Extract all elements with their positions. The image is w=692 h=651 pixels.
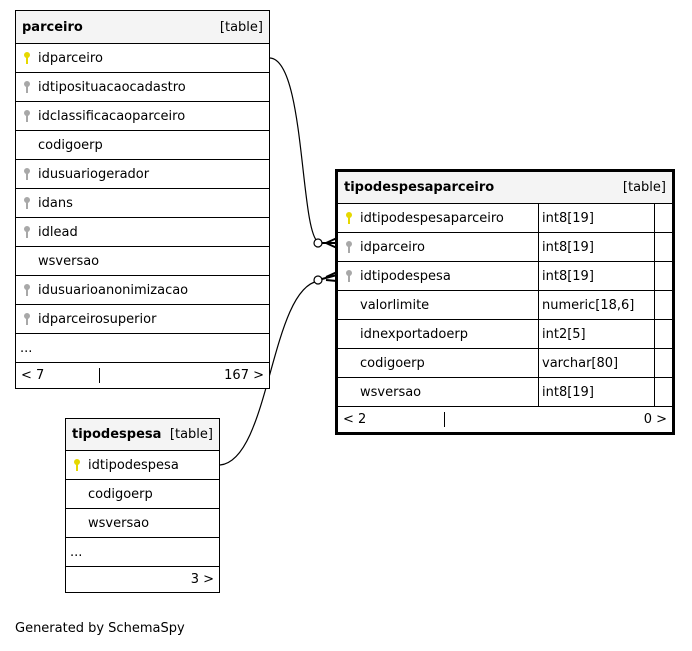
- foreign-key-icon: [338, 240, 360, 254]
- foreign-key-icon: [16, 109, 38, 123]
- table-parceiro[interactable]: parceiro [table] idparceiro idtipositua​c…: [15, 10, 270, 389]
- column-row[interactable]: idans: [16, 189, 269, 218]
- column-name: wsversao: [88, 515, 150, 531]
- foreign-key-icon: [16, 167, 38, 181]
- footer-children-cell[interactable]: 167 >: [224, 368, 264, 383]
- more-columns-indicator: ...: [16, 334, 269, 363]
- table-footer: < 2 0 >: [338, 407, 672, 432]
- footer-parents-cell[interactable]: < 7: [16, 368, 100, 383]
- column-name: idparceirosuperior: [38, 311, 157, 327]
- table-tipodespesaparceiro[interactable]: tipodespesaparceiro [table] idtipodespes…: [335, 169, 675, 435]
- table-tipodespesa[interactable]: tipodespesa [table] idtipodespesa codigoe…: [65, 418, 220, 593]
- column-name: idclassificacaoparceiro: [38, 108, 186, 124]
- column-type: numeric[18,6]: [538, 291, 654, 319]
- primary-key-icon: [66, 458, 88, 472]
- column-name: idtipodespesaparceiro: [360, 210, 504, 226]
- table-name: parceiro: [22, 19, 83, 35]
- column-row[interactable]: codigoerp: [16, 131, 269, 160]
- column-type: int8[19]: [538, 233, 654, 261]
- column-type: int2[5]: [538, 320, 654, 348]
- column-name: idtipodespesa: [360, 268, 451, 284]
- footer-parents-cell[interactable]: < 2: [338, 412, 446, 427]
- column-type: int8[19]: [538, 378, 654, 406]
- column-row[interactable]: idnexportadoerp int2[5]: [338, 320, 672, 349]
- foreign-key-icon: [16, 312, 38, 326]
- link-tipodespesa-circle: [313, 275, 323, 285]
- column-name: codigoerp: [38, 137, 103, 153]
- table-name: tipodespesaparceiro: [344, 180, 495, 195]
- foreign-key-icon: [16, 196, 38, 210]
- column-row[interactable]: idtipositua​caocadastro: [16, 73, 269, 102]
- column-row[interactable]: valorlimite numeric[18,6]: [338, 291, 672, 320]
- table-footer: 3 >: [66, 567, 219, 592]
- column-row[interactable]: idparceiro: [16, 44, 269, 73]
- table-footer: < 7 167 >: [16, 363, 269, 388]
- column-name: idtipodespesa: [88, 457, 179, 473]
- column-name: idparceiro: [360, 239, 425, 255]
- more-columns-indicator: ...: [66, 538, 219, 567]
- column-type: int8[19]: [538, 204, 654, 232]
- column-gutter: [654, 262, 672, 290]
- column-name: valorlimite: [360, 297, 430, 313]
- column-row[interactable]: wsversao int8[19]: [338, 378, 672, 407]
- column-gutter: [654, 291, 672, 319]
- column-row[interactable]: idtipodespesa int8[19]: [338, 262, 672, 291]
- table-header: tipodespesa [table]: [66, 419, 219, 451]
- column-type: int8[19]: [538, 262, 654, 290]
- foreign-key-icon: [16, 283, 38, 297]
- column-type: varchar[80]: [538, 349, 654, 377]
- column-name: wsversao: [38, 253, 100, 269]
- table-kind: [table]: [622, 180, 666, 195]
- column-name: wsversao: [360, 384, 422, 400]
- table-kind: [table]: [169, 427, 213, 442]
- primary-key-icon: [16, 51, 38, 65]
- link-parceiro-to-tipodespesaparceiro: [269, 57, 319, 243]
- column-name: idusuarioanonimizacao: [38, 282, 189, 298]
- column-row[interactable]: idtipodespesaparceiro int8[19]: [338, 204, 672, 233]
- column-name: idtipositua​caocadastro: [38, 79, 186, 95]
- column-row[interactable]: codigoerp varchar[80]: [338, 349, 672, 378]
- table-kind: [table]: [219, 19, 263, 35]
- primary-key-icon: [338, 211, 360, 225]
- column-name: codigoerp: [88, 486, 153, 502]
- column-row[interactable]: wsversao: [66, 509, 219, 538]
- foreign-key-icon: [16, 80, 38, 94]
- table-header: tipodespesaparceiro [table]: [338, 172, 672, 204]
- generated-by-credit: Generated by SchemaSpy: [15, 621, 185, 636]
- footer-children-cell[interactable]: 0 >: [643, 412, 667, 427]
- column-row[interactable]: codigoerp: [66, 480, 219, 509]
- column-row[interactable]: idusuarioanonimizacao: [16, 276, 269, 305]
- column-name: idnexportadoerp: [360, 326, 468, 342]
- column-gutter: [654, 233, 672, 261]
- column-row[interactable]: idparceirosuperior: [16, 305, 269, 334]
- column-name: idans: [38, 195, 73, 211]
- column-row[interactable]: idusuariogerador: [16, 160, 269, 189]
- column-row[interactable]: idclassificacaoparceiro: [16, 102, 269, 131]
- column-row[interactable]: idlead: [16, 218, 269, 247]
- column-row[interactable]: idparceiro int8[19]: [338, 233, 672, 262]
- table-name: tipodespesa: [72, 427, 162, 442]
- footer-children-cell[interactable]: 3 >: [190, 572, 214, 587]
- column-name: codigoerp: [360, 355, 425, 371]
- foreign-key-icon: [16, 225, 38, 239]
- table-header: parceiro [table]: [16, 11, 269, 44]
- column-gutter: [654, 204, 672, 232]
- column-row[interactable]: idtipodespesa: [66, 451, 219, 480]
- column-name: idparceiro: [38, 50, 103, 66]
- foreign-key-icon: [338, 269, 360, 283]
- column-gutter: [654, 349, 672, 377]
- column-gutter: [654, 320, 672, 348]
- column-row[interactable]: wsversao: [16, 247, 269, 276]
- column-gutter: [654, 378, 672, 406]
- column-name: idusuariogerador: [38, 166, 150, 182]
- column-name: idlead: [38, 224, 78, 240]
- link-parceiro-circle: [313, 238, 323, 248]
